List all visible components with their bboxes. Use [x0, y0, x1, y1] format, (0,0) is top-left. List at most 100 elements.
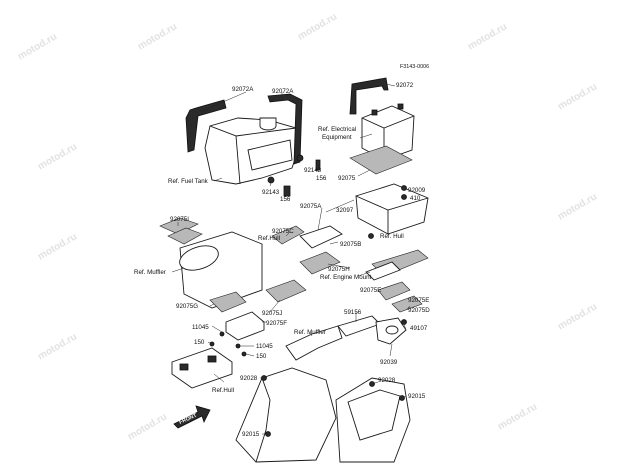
watermark-text: motod.ru — [296, 11, 339, 42]
watermark-text: motod.ru — [36, 231, 79, 262]
leader-line — [405, 305, 411, 311]
plate-slot — [179, 363, 189, 371]
pad-92075h — [299, 251, 341, 275]
leader-line — [371, 381, 379, 385]
label-92072a-right: 92072A — [272, 88, 294, 95]
label-ref-hull-1: Ref. Hull — [380, 233, 404, 240]
label-92009: 92009 — [408, 187, 426, 194]
nut-92143-a — [267, 176, 275, 184]
watermark-text: motod.ru — [496, 401, 539, 432]
label-92075g: 92075G — [176, 303, 198, 310]
pad-92075i-b — [167, 227, 203, 245]
hull-keel-line — [255, 377, 271, 463]
leader-line — [327, 263, 351, 269]
small-hardware — [209, 331, 247, 357]
washer-410 — [401, 194, 407, 200]
fuel-tank-top-edge — [235, 127, 297, 137]
battery-terminal — [371, 109, 378, 116]
label-92075b: 92075B — [340, 241, 361, 248]
label-92075i: 92075I — [170, 216, 189, 223]
label-92015-a: 92015 — [408, 393, 426, 400]
watermark-text: motod.ru — [36, 331, 79, 362]
label-49107: 49107 — [410, 325, 428, 332]
watermark-text: motod.ru — [126, 411, 169, 442]
leader-line — [403, 187, 407, 191]
label-32097: 32097 — [336, 207, 354, 214]
label-92143-b: 92143 — [262, 189, 280, 196]
label-ref-engine-mount: Ref. Engine Mount — [320, 274, 372, 281]
label-11045-a: 11045 — [192, 324, 209, 331]
exhaust-assembly — [285, 315, 407, 361]
bottom-bracket — [171, 347, 233, 389]
washer-11045-b — [235, 343, 241, 349]
muffler-end — [179, 245, 219, 271]
bolt-156-a — [283, 185, 291, 197]
leader-line — [269, 299, 281, 313]
leader-line — [213, 373, 225, 383]
label-ref-hull-2: Ref.Hull — [258, 235, 280, 242]
watermark-text: motod.ru — [466, 21, 509, 52]
washer-11045-a — [219, 331, 225, 337]
hull-deck-panel — [347, 389, 401, 441]
figure-code: F3143-0006 — [400, 64, 429, 70]
label-ref-hull-3: Ref.Hull — [212, 387, 234, 394]
bracket-92075a — [299, 225, 343, 249]
front-label: FRONT — [178, 413, 198, 426]
watermark-text: motod.ru — [556, 191, 599, 222]
pad-92075g — [209, 291, 247, 313]
pad-92075d — [391, 295, 423, 313]
leader-line — [211, 325, 223, 333]
leader-line — [385, 83, 396, 87]
label-92075j: 92075J — [262, 310, 282, 317]
leader-line — [209, 303, 215, 307]
label-92075c: 92075C — [272, 228, 294, 235]
label-92075e-1: 92075E — [360, 287, 381, 294]
exhaust-pipe — [285, 325, 343, 361]
engine-mount-assembly — [365, 249, 429, 313]
label-92143-a: 92143 — [304, 167, 322, 174]
leader-line — [325, 199, 355, 213]
watermark-text: motod.ru — [556, 81, 599, 112]
leader-line — [199, 91, 247, 113]
bolt-49107 — [401, 319, 407, 325]
leader-line — [309, 331, 313, 337]
pad-92075 — [349, 145, 413, 175]
label-92075h: 92075H — [328, 266, 350, 273]
label-92075a: 92075A — [300, 203, 322, 210]
label-ref-electrical-line1: Ref. Electrical — [318, 126, 356, 133]
label-92028-a: 92028 — [240, 375, 258, 382]
exhaust-hose-59156 — [337, 315, 381, 337]
label-ref-electrical-line2: Equipment — [322, 134, 352, 141]
pad-92075i — [159, 217, 199, 235]
label-11045-b: 11045 — [256, 343, 273, 350]
bolt-hull-ref — [368, 233, 374, 239]
watermark-text: motod.ru — [36, 141, 79, 172]
leader-line — [359, 133, 373, 139]
mounting-plate — [171, 347, 233, 389]
label-92075f: 92075F — [266, 320, 287, 327]
label-156-b: 156 — [280, 196, 291, 203]
pad-92075j — [265, 279, 307, 303]
gasket-hole — [385, 325, 399, 335]
label-ref-fuel-tank: Ref. Fuel Tank — [168, 178, 209, 185]
fuel-tank-assembly — [185, 93, 321, 197]
hull-front — [235, 367, 337, 463]
fuel-tank-side-block — [247, 139, 293, 171]
part-labels: 92072A 92072A 92072 Ref. Electrical Equi… — [134, 82, 430, 438]
leader-line — [357, 169, 371, 177]
battery-terminal — [397, 103, 404, 110]
front-arrow-icon — [173, 405, 211, 429]
leader-line — [401, 395, 407, 399]
nut-92143-b — [296, 154, 304, 162]
leader-line — [357, 271, 371, 277]
bolt-156-b — [315, 159, 321, 171]
leader-line — [285, 231, 291, 237]
label-92028-b: 92028 — [378, 377, 396, 384]
label-156-a: 156 — [316, 175, 327, 182]
leader-line — [269, 182, 272, 187]
label-92072a-left: 92072A — [232, 86, 254, 93]
label-92075: 92075 — [338, 175, 356, 182]
plate-slot — [207, 355, 217, 363]
label-150-b: 150 — [256, 353, 267, 360]
pad-92075e — [377, 281, 411, 301]
